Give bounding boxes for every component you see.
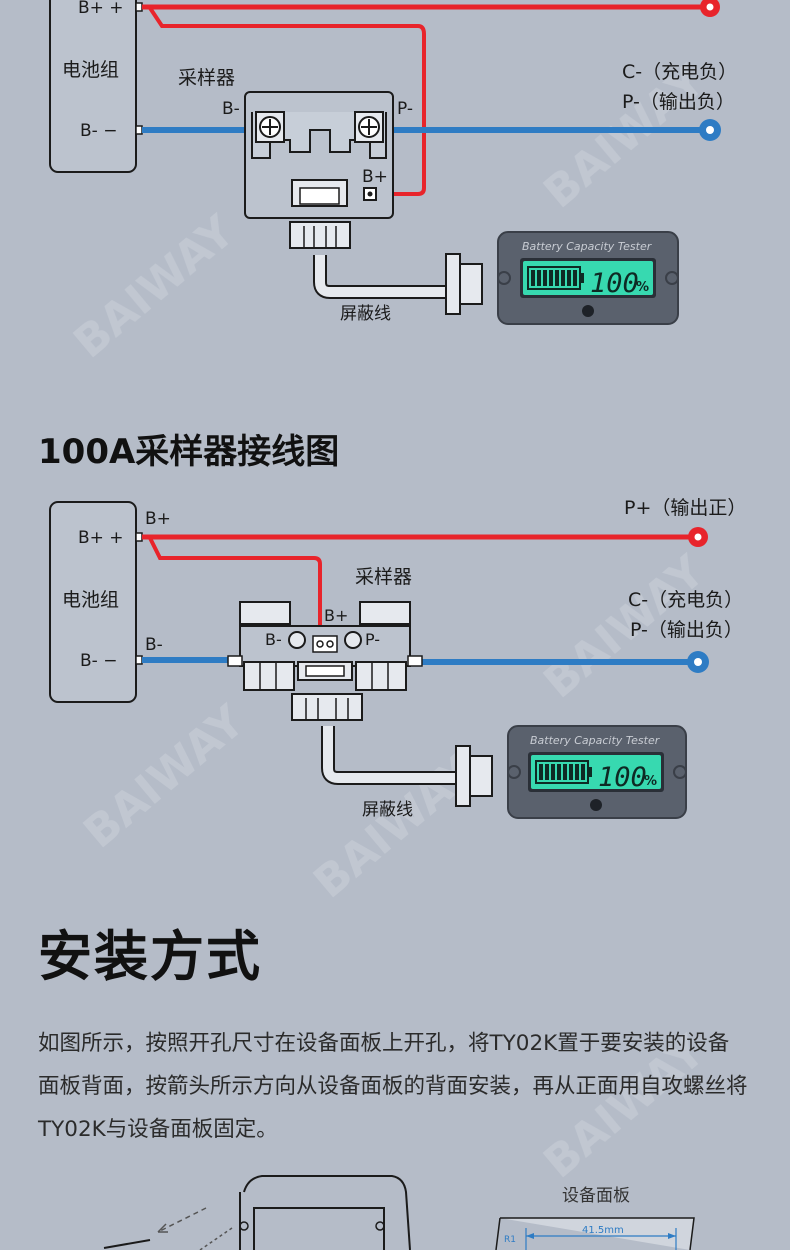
p-minus-terminal-center: [706, 126, 714, 134]
sampler-100a: [227, 601, 423, 691]
shielded-cable: [321, 726, 456, 785]
install-instructions: 如图所示，按照开孔尺寸在设备面板上开孔，将TY02K置于要安装的设备面板背面，按…: [38, 1030, 748, 1142]
sampler-socket-inner: [299, 187, 340, 205]
meter-reading: 100: [590, 268, 639, 299]
meter-lcd-screen: [531, 755, 661, 789]
meter-plug: [445, 253, 461, 315]
sampler-busbar: [251, 112, 387, 159]
section-title-install: 安装方式: [38, 925, 262, 988]
battery-label: 电池组: [62, 59, 119, 81]
terminal-post: [135, 2, 143, 12]
meter-outline: [243, 1175, 411, 1250]
sampler-b-plus-pin-hole: [367, 191, 373, 197]
cable-plug: [289, 221, 351, 249]
capacity-meter-100a: Battery Capacity Tester 100 %: [507, 725, 687, 819]
sampler-p-minus-label: P-: [365, 630, 380, 649]
sampler-bolt-left: [255, 111, 285, 143]
meter-lcd-screen: [523, 261, 653, 295]
cable-plug-wires: [305, 698, 349, 720]
p-plus-label: P+（输出正）: [624, 497, 746, 519]
cable-label: 屏蔽线: [362, 800, 413, 820]
cable-plug: [291, 693, 363, 721]
wiring-diagram-top: 电池组 B+ + B- − 采样器 B- P- B+ 屏蔽线 C-（充电负） P…: [49, 0, 737, 325]
terminal-post: [135, 125, 143, 135]
meter-plug: [455, 745, 471, 807]
sampler-b-minus-label: B-: [265, 630, 282, 649]
positive-wire-branch: [148, 6, 426, 196]
sampler-b-plus-label: B+: [324, 606, 348, 625]
p-plus-terminal-center: [706, 3, 714, 11]
meter-plug-head: [469, 755, 493, 797]
b-minus-wire-label: B-: [145, 635, 163, 655]
terminal-post: [135, 532, 143, 542]
sampler-label: 采样器: [355, 566, 412, 588]
battery-box: [49, 0, 137, 173]
terminal-post: [135, 655, 143, 665]
panel-cutout: [495, 1217, 695, 1250]
battery-b-plus-terminal: B+ +: [78, 0, 124, 18]
p-plus-terminal-center: [694, 533, 702, 541]
cable-label: 屏蔽线: [340, 304, 391, 324]
sampler-b-minus-label: B-: [222, 99, 240, 119]
direction-arrow: [157, 1207, 207, 1233]
shielded-cable-inner: [323, 726, 456, 783]
sampler-p-minus-label: P-: [397, 99, 413, 119]
meter-reading: 100: [598, 762, 647, 793]
panel-label: 设备面板: [562, 1186, 630, 1206]
section-title-100a: 100A采样器接线图: [38, 432, 340, 472]
sampler-b-plus-label: B+: [362, 167, 388, 187]
shielded-cable: [313, 255, 446, 299]
sampler-label: 采样器: [178, 67, 235, 89]
p-minus-terminal-center: [694, 658, 702, 666]
battery-b-minus-terminal: B- −: [80, 121, 117, 141]
capacity-meter-top: Battery Capacity Tester 100 %: [497, 231, 679, 325]
c-minus-label: C-（充电负）: [622, 61, 737, 83]
shielded-cable-inner: [315, 255, 446, 297]
battery-label: 电池组: [62, 589, 119, 611]
positive-wire-branch: [148, 537, 322, 642]
sampler-bolt-right: [354, 111, 384, 143]
meter-unit: %: [644, 774, 657, 789]
wiring-diagram-100a: 电池组 B+ + B- − B+ B- P+（输出正） C-（充电负） P-（输…: [49, 497, 746, 820]
install-figure: 设备面板 41.5mm R1: [103, 1175, 695, 1250]
cable-plug-wires: [303, 226, 337, 248]
meter-screen-outline: [253, 1207, 385, 1250]
p-minus-label: P-（输出负）: [622, 91, 735, 113]
meter-unit: %: [636, 280, 649, 295]
c-minus-label: C-（充电负）: [628, 589, 743, 611]
dimension-label: 41.5mm: [582, 1225, 624, 1236]
battery-b-minus-terminal: B- −: [80, 651, 117, 671]
p-minus-label: P-（输出负）: [630, 619, 743, 641]
b-plus-wire-label: B+: [145, 509, 171, 529]
meter-plug-head: [459, 263, 483, 305]
meter-brand: Battery Capacity Tester: [522, 240, 653, 253]
radius-label: R1: [504, 1235, 516, 1245]
meter-brand: Battery Capacity Tester: [530, 734, 661, 747]
battery-box: [49, 501, 137, 703]
battery-b-plus-terminal: B+ +: [78, 528, 124, 548]
